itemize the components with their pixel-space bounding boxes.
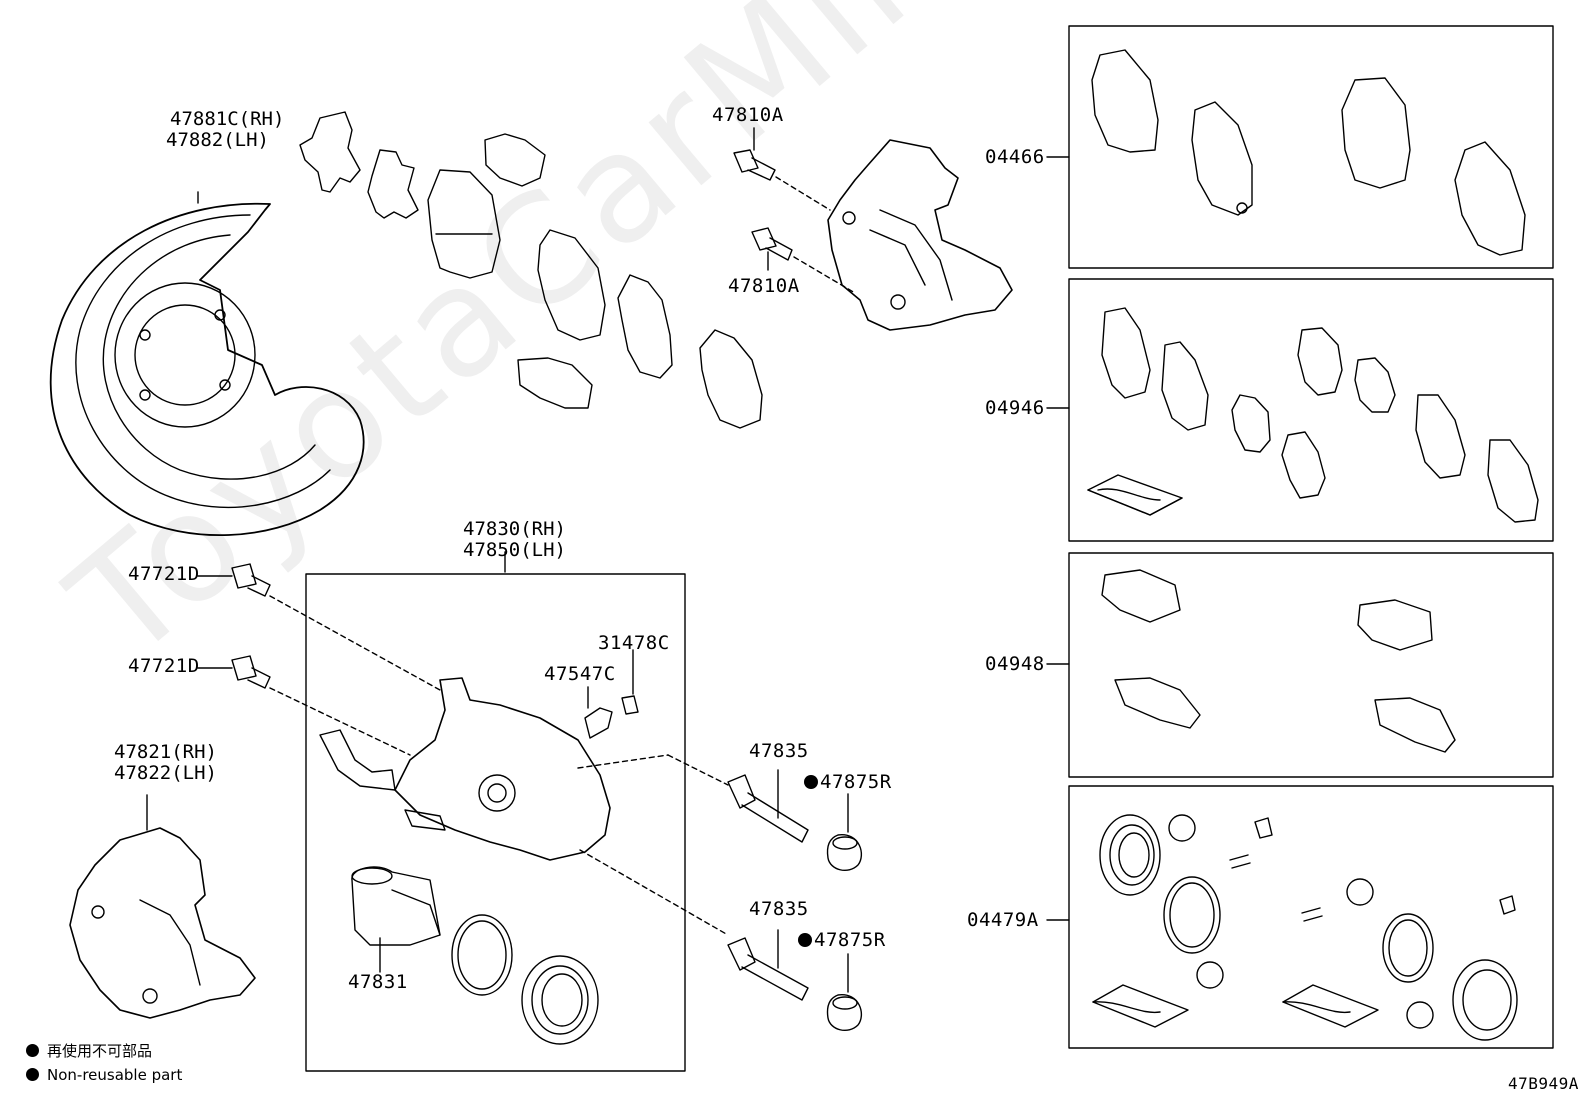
bolt-47810a-top — [733, 149, 776, 181]
kit-04948-clips — [1101, 569, 1456, 753]
caliper-mounting-top-shape — [827, 139, 1013, 331]
diagram-code: 47B949A — [1508, 1074, 1579, 1093]
cylinder-boot-shape — [521, 955, 599, 1045]
legend-en: Non-reusable part — [26, 1066, 182, 1084]
caliper-assembly-box — [305, 573, 686, 1072]
label-boot-top[interactable]: 47875R — [804, 772, 892, 792]
non-reusable-marker — [804, 775, 818, 789]
bolt-47721d-bottom — [231, 655, 271, 689]
legend-dot — [26, 1044, 39, 1057]
label-pin-top[interactable]: 47835 — [749, 740, 809, 762]
bolt-47721d-top — [231, 563, 271, 597]
label-bolt-47810a-top[interactable]: 47810A — [712, 104, 784, 126]
dust-cover-shape — [49, 191, 365, 537]
label-mounting-lh[interactable]: 47822(LH) — [114, 762, 217, 784]
label-caliper-lh[interactable]: 47850(LH) — [463, 539, 566, 561]
kit-box-04466 — [1068, 25, 1554, 269]
label-boot-top-text: 47875R — [820, 771, 892, 793]
label-caliper-rh[interactable]: 47830(RH) — [463, 518, 566, 540]
label-boot-bottom[interactable]: 47875R — [798, 930, 886, 950]
label-pin-bottom[interactable]: 47835 — [749, 898, 809, 920]
bolt-47810a-bottom — [751, 227, 793, 261]
label-kit-04466[interactable]: 04466 — [985, 146, 1045, 168]
pin-47835-bottom — [727, 937, 809, 1001]
label-kit-04946[interactable]: 04946 — [985, 397, 1045, 419]
kit-box-04479a — [1068, 785, 1554, 1049]
label-bolt-47721d-bottom[interactable]: 47721D — [128, 655, 200, 677]
kit-04466-pads — [1091, 49, 1526, 256]
caliper-body-shape — [319, 677, 611, 861]
label-kit-04948[interactable]: 04948 — [985, 653, 1045, 675]
kit-04479a-seals — [1092, 814, 1518, 1041]
label-piston[interactable]: 47831 — [348, 971, 408, 993]
legend-jp: 再使用不可部品 — [26, 1040, 152, 1061]
pin-47835-top — [727, 774, 809, 843]
kit-box-04946 — [1068, 278, 1554, 542]
bleeder-plug-shape — [584, 707, 613, 739]
label-kit-04479a[interactable]: 04479A — [967, 909, 1039, 931]
label-dust-cover-lh[interactable]: 47882(LH) — [166, 129, 269, 151]
kit-04946-shims — [1087, 307, 1539, 523]
non-reusable-marker — [798, 933, 812, 947]
label-boot-bottom-text: 47875R — [814, 929, 886, 951]
label-bleeder-cap[interactable]: 31478C — [598, 632, 670, 654]
kit-box-04948 — [1068, 552, 1554, 778]
label-dust-cover-rh[interactable]: 47881C(RH) — [170, 108, 285, 130]
label-bolt-47721d-top[interactable]: 47721D — [128, 563, 200, 585]
bleeder-cap-shape — [621, 695, 639, 715]
label-bleeder-plug[interactable]: 47547C — [544, 663, 616, 685]
shims-and-pads — [299, 111, 763, 429]
caliper-mounting-bottom-shape — [69, 827, 256, 1019]
piston-47831-shape — [351, 866, 441, 946]
piston-seal-shape — [451, 914, 513, 996]
label-mounting-rh[interactable]: 47821(RH) — [114, 741, 217, 763]
legend-dot — [26, 1068, 39, 1081]
boot-47875r-bottom — [826, 994, 863, 1032]
label-bolt-47810a-bottom[interactable]: 47810A — [728, 275, 800, 297]
boot-47875r-top — [826, 834, 863, 872]
